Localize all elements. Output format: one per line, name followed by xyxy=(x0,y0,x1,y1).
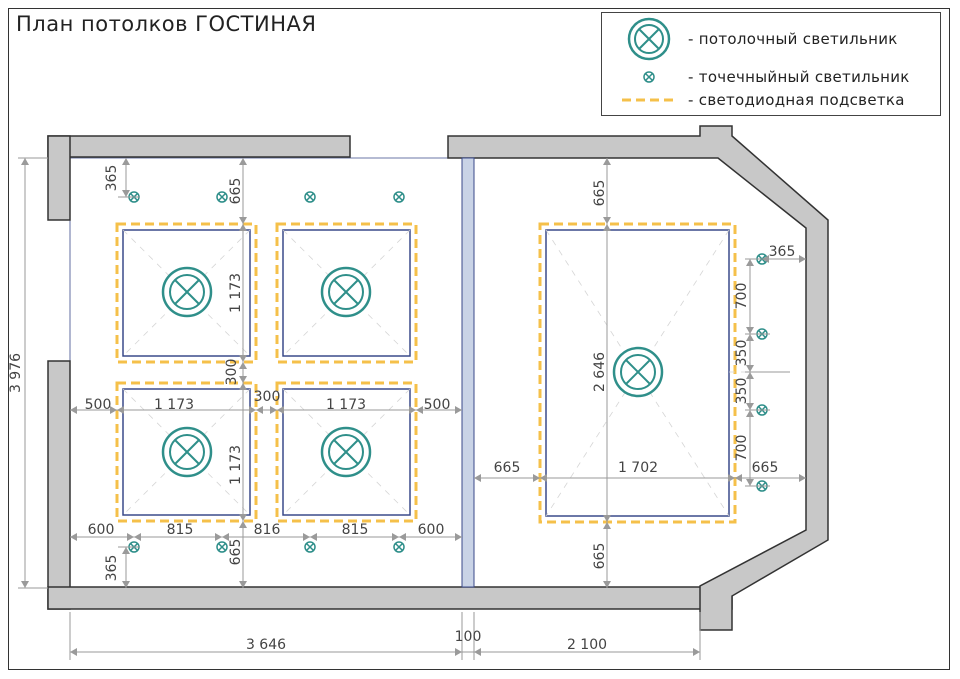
ceiling-light-icon xyxy=(612,346,664,398)
dim-label: 700 xyxy=(734,435,750,462)
ceiling-light-icon xyxy=(627,17,671,61)
dim-label: 1 173 xyxy=(154,397,194,413)
ceiling-light-icon xyxy=(161,426,213,478)
dim-label: 665 xyxy=(228,539,244,566)
dim-label: 815 xyxy=(167,522,194,538)
dim-label: 1 173 xyxy=(228,273,244,313)
dim-label: 350 xyxy=(734,340,750,367)
dim-label: 365 xyxy=(104,165,120,192)
dim-label: 350 xyxy=(734,378,750,405)
dim-label: 600 xyxy=(418,522,445,538)
dim-label: 3 646 xyxy=(246,637,286,653)
spot-light-icon xyxy=(393,191,405,203)
wall-left-upper xyxy=(47,135,71,221)
dim-label: 300 xyxy=(224,359,240,386)
room-interior xyxy=(70,128,826,588)
walls xyxy=(47,125,829,631)
spot-light-icon xyxy=(216,191,228,203)
dim-label: 1 702 xyxy=(618,460,658,476)
spot-light-icon xyxy=(304,541,316,553)
legend-graphics xyxy=(622,17,678,102)
dim-label: 2 646 xyxy=(592,352,608,392)
drawing-title: План потолков ГОСТИНАЯ xyxy=(16,12,317,36)
ceiling-panels xyxy=(122,229,730,517)
spot-light-icon xyxy=(304,191,316,203)
dim-label: 815 xyxy=(342,522,369,538)
dim-label: 365 xyxy=(769,244,796,260)
dim-label: 365 xyxy=(104,555,120,582)
dim-label: 500 xyxy=(424,397,451,413)
legend-text-spot-light: - точечныйный светильник xyxy=(688,68,910,86)
dim-label: 500 xyxy=(85,397,112,413)
ceiling-light-icon xyxy=(161,266,213,318)
dim-label: 665 xyxy=(592,543,608,570)
ceiling-light-icon xyxy=(320,426,372,478)
wall-top-left xyxy=(47,135,351,158)
dim-label: 1 173 xyxy=(228,445,244,485)
dim-label: 816 xyxy=(254,522,281,538)
drawing-frame xyxy=(8,8,950,670)
wall-bottom xyxy=(47,586,733,610)
dim-label: 300 xyxy=(254,389,281,405)
dim-label: 700 xyxy=(734,283,750,310)
dim-label: 665 xyxy=(228,178,244,205)
dim-label: 100 xyxy=(455,629,482,645)
dim-label: 600 xyxy=(88,522,115,538)
dim-label: 665 xyxy=(494,460,521,476)
ceiling-light-icon xyxy=(320,266,372,318)
legend: - потолочный светильник - точечныйный св… xyxy=(601,12,941,116)
legend-text-led-strip: - светодиодная подсветка xyxy=(688,91,905,109)
dim-label: 1 173 xyxy=(326,397,366,413)
dim-label: 665 xyxy=(592,180,608,207)
spot-light-icon xyxy=(643,71,655,83)
divider-beam xyxy=(461,157,475,588)
spot-light-icon xyxy=(216,541,228,553)
spot-light-icon xyxy=(393,541,405,553)
wall-right xyxy=(447,125,829,631)
led-strips xyxy=(115,222,737,524)
dim-label: 3 976 xyxy=(8,353,24,393)
dim-label: 2 100 xyxy=(567,637,607,653)
dim-label: 665 xyxy=(752,460,779,476)
wall-left-lower xyxy=(47,360,71,610)
legend-text-ceiling-light: - потолочный светильник xyxy=(688,30,898,48)
